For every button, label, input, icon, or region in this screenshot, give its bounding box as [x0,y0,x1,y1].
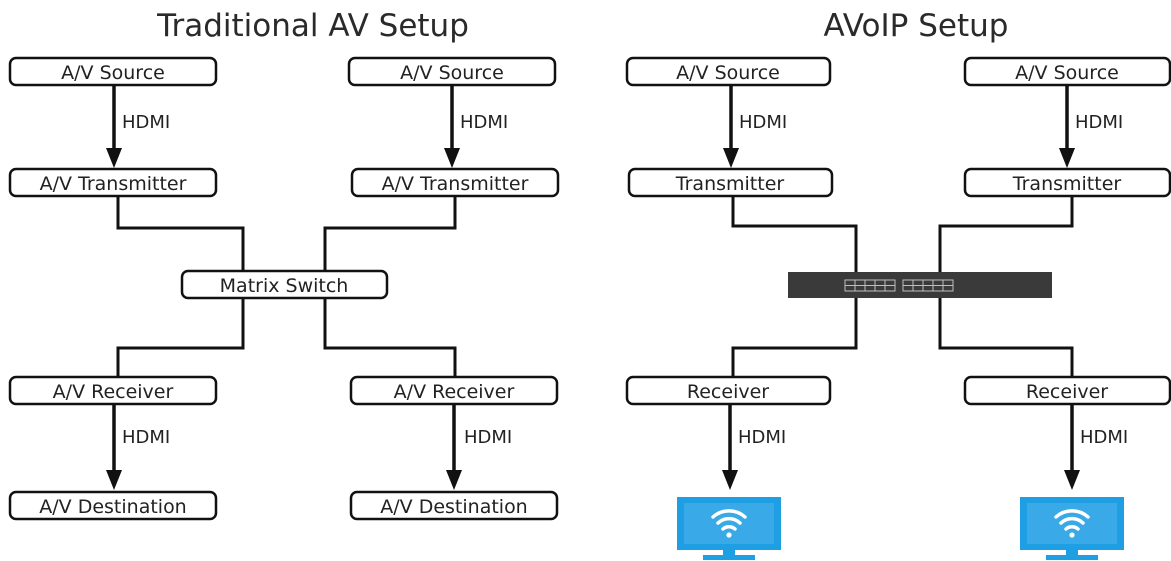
hdmi-arrow [106,405,122,490]
hdmi-label: HDMI [460,112,508,133]
hdmi-label: HDMI [738,427,786,448]
hdmi-label: HDMI [122,112,170,133]
hdmi-label: HDMI [1080,427,1128,448]
node-matrix-switch: Matrix Switch [180,269,389,300]
node-av-destination-right: A/V Destination [349,490,559,521]
traditional-title: Traditional AV Setup [156,8,469,44]
node-av-receiver-left: A/V Receiver [8,375,218,406]
node-av-receiver-right: A/V Receiver [349,375,559,406]
node-label: A/V Source [1015,62,1119,84]
node-label: Transmitter [1012,173,1122,195]
node-av-source-left: A/V Source [625,56,832,87]
hdmi-arrow [106,86,122,168]
node-transmitter-right: Transmitter [963,167,1171,198]
hdmi-arrow [444,86,460,168]
node-label: Matrix Switch [220,275,349,297]
hdmi-label: HDMI [1075,112,1123,133]
node-label: A/V Transmitter [382,173,529,195]
node-av-source-left: A/V Source [8,56,218,87]
node-label: A/V Source [676,62,780,84]
node-label: A/V Receiver [53,381,174,403]
node-label: A/V Source [61,62,165,84]
avoip-diagram: AVoIP Setup A/V Source A/V Sou [625,8,1171,560]
node-label: Receiver [1026,381,1108,403]
node-label: A/V Destination [380,496,527,518]
hdmi-arrow [722,405,738,490]
node-transmitter-left: Transmitter [627,167,834,198]
hdmi-label: HDMI [122,427,170,448]
node-label: Transmitter [675,173,785,195]
link-transmitter-to-matrix-right [323,196,457,271]
node-label: A/V Destination [39,496,186,518]
link-matrix-to-receiver-right [323,298,457,377]
hdmi-arrow [1059,86,1075,168]
traditional-av-diagram: Traditional AV Setup A/V Source A/V Sour… [8,8,560,521]
hdmi-arrow [723,86,739,168]
node-av-transmitter-right: A/V Transmitter [350,167,560,198]
node-label: Receiver [687,381,769,403]
node-av-source-right: A/V Source [347,56,557,87]
node-av-source-right: A/V Source [963,56,1171,87]
wifi-display-icon [1020,497,1124,560]
node-label: A/V Source [400,62,504,84]
node-av-transmitter-left: A/V Transmitter [8,167,218,198]
hdmi-arrow [446,405,462,490]
node-label: A/V Receiver [394,381,515,403]
hdmi-label: HDMI [464,427,512,448]
link-transmitter-to-matrix-left [116,196,245,271]
node-av-destination-left: A/V Destination [8,490,218,521]
link-matrix-to-receiver-left [116,298,245,377]
node-receiver-left: Receiver [625,375,832,406]
network-switch-icon [788,272,1052,298]
node-receiver-right: Receiver [963,375,1171,406]
node-label: A/V Transmitter [40,173,187,195]
hdmi-arrow [1064,405,1080,490]
avoip-title: AVoIP Setup [824,8,1009,44]
hdmi-label: HDMI [739,112,787,133]
wifi-display-icon [677,497,781,560]
